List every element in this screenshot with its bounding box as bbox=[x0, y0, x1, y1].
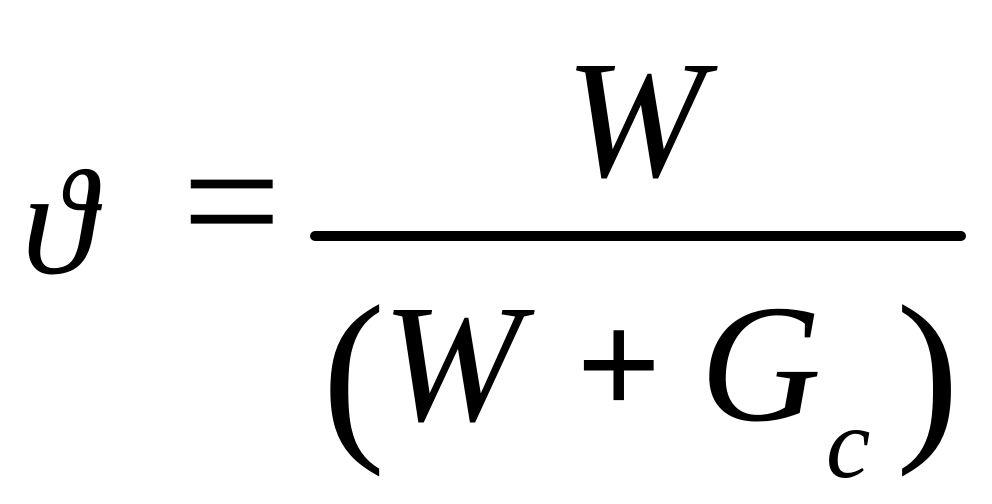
subscript-c: c bbox=[826, 388, 871, 499]
right-parenthesis: ) bbox=[896, 268, 960, 478]
plus-sign: + bbox=[576, 282, 662, 448]
fraction-bar bbox=[310, 231, 966, 241]
numerator-w: W bbox=[565, 27, 705, 213]
theta-symbol: ϑ bbox=[22, 140, 96, 306]
left-parenthesis: ( bbox=[322, 268, 386, 478]
denominator-w: W bbox=[382, 271, 522, 457]
denominator-g: G bbox=[700, 271, 822, 457]
equals-sign: = bbox=[182, 104, 282, 299]
